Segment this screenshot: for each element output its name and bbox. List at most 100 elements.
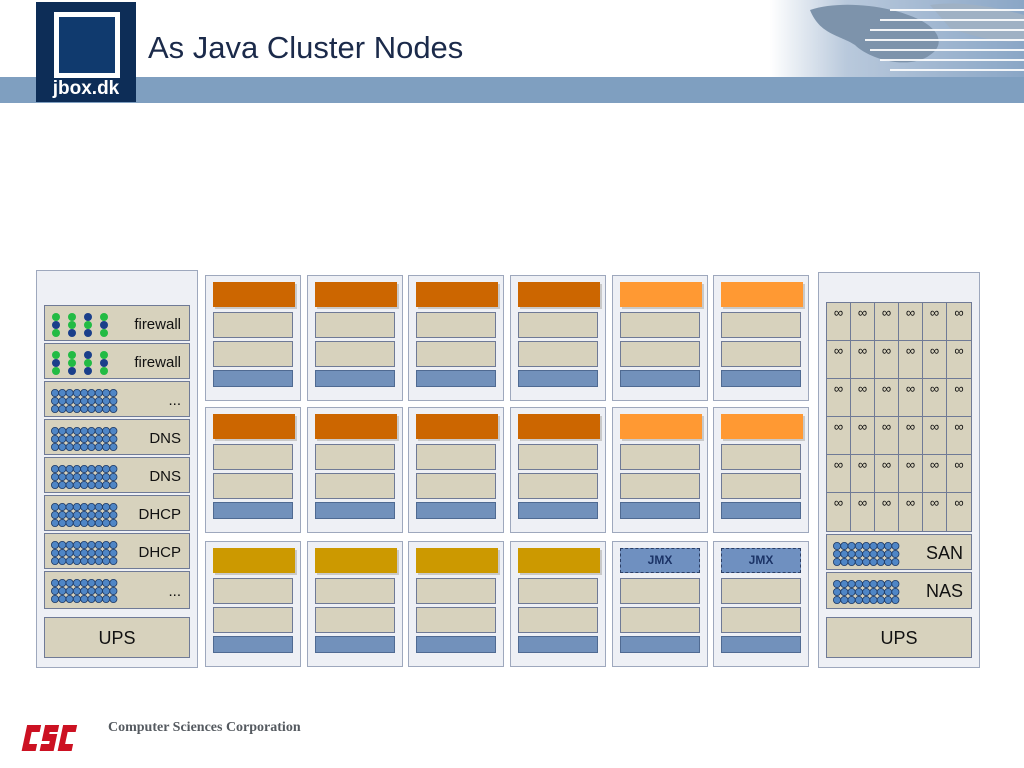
header-band — [0, 77, 1024, 103]
disk-cell: ∞ — [923, 379, 947, 417]
node-base — [416, 636, 496, 653]
node-app-block — [620, 282, 702, 307]
rack-row-dns-2: DNS — [44, 457, 190, 493]
disk-cell: ∞ — [875, 417, 899, 455]
rack-row-dhcp-1: DHCP — [44, 495, 190, 531]
node-slot — [620, 444, 700, 470]
row-label: SAN — [925, 543, 963, 563]
node-base — [416, 370, 496, 387]
node-app-block — [213, 548, 295, 573]
disk-cell: ∞ — [947, 417, 971, 455]
switch-ports-icon — [51, 503, 118, 527]
node-slot — [416, 341, 496, 367]
cluster-node — [205, 407, 301, 533]
rack-row-dns-1: DNS — [44, 419, 190, 455]
disk-cell: ∞ — [923, 455, 947, 493]
node-slot — [620, 607, 700, 633]
node-base — [518, 636, 598, 653]
node-app-block — [518, 282, 600, 307]
disk-cell: ∞ — [827, 455, 851, 493]
disk-cell: ∞ — [827, 493, 851, 531]
node-app-block — [315, 414, 397, 439]
node-app-block — [416, 414, 498, 439]
disk-cell: ∞ — [851, 417, 875, 455]
node-base — [518, 370, 598, 387]
disk-cell: ∞ — [923, 417, 947, 455]
globe-icon — [770, 0, 1024, 77]
node-app-block — [213, 282, 295, 307]
row-label: ... — [168, 583, 181, 600]
node-slot — [721, 578, 801, 604]
disk-cell: ∞ — [827, 341, 851, 379]
node-slot — [721, 341, 801, 367]
disk-cell: ∞ — [899, 341, 923, 379]
row-label: firewall — [134, 354, 181, 371]
node-app-block — [416, 282, 498, 307]
switch-ports-icon — [833, 580, 900, 604]
node-slot — [213, 341, 293, 367]
node-app-block — [518, 414, 600, 439]
node-slot — [518, 444, 598, 470]
logo-text: jbox.dk — [52, 78, 120, 99]
node-base — [721, 636, 801, 653]
row-label: firewall — [134, 316, 181, 333]
switch-ports-icon — [51, 579, 118, 603]
node-slot — [213, 578, 293, 604]
company-name: Computer Sciences Corporation — [108, 720, 301, 735]
node-app-block — [213, 414, 295, 439]
csc-logo-icon — [21, 725, 78, 751]
disk-cell: ∞ — [947, 455, 971, 493]
node-app-block — [721, 282, 803, 307]
cluster-node — [307, 407, 403, 533]
node-slot — [213, 607, 293, 633]
node-slot — [620, 341, 700, 367]
node-base — [518, 502, 598, 519]
node-slot — [315, 607, 395, 633]
node-slot — [416, 578, 496, 604]
cluster-node — [713, 275, 809, 401]
page-title: As Java Cluster Nodes — [148, 30, 464, 65]
cluster-node — [713, 407, 809, 533]
rack-row-san: SAN — [826, 534, 972, 570]
disk-cell: ∞ — [954, 495, 964, 510]
node-app-block — [620, 414, 702, 439]
node-base — [721, 502, 801, 519]
disk-cell: ∞ — [947, 303, 971, 341]
disk-cell: ∞ — [947, 341, 971, 379]
rack-row-ellipsis-2: ... — [44, 571, 190, 609]
node-slot — [721, 473, 801, 499]
switch-ports-icon — [51, 427, 118, 451]
switch-ports-icon — [51, 541, 118, 565]
switch-ports-icon — [51, 465, 118, 489]
node-slot — [315, 444, 395, 470]
switch-ports-icon — [51, 389, 118, 413]
node-slot — [315, 312, 395, 338]
node-app-block — [315, 282, 397, 307]
node-slot — [213, 473, 293, 499]
cluster-node — [307, 275, 403, 401]
ups-left: UPS — [44, 617, 190, 658]
disk-cell: ∞ — [827, 379, 851, 417]
node-slot — [518, 607, 598, 633]
node-slot — [518, 341, 598, 367]
disk-cell: ∞ — [899, 303, 923, 341]
storage-disk-grid: ∞∞∞∞∞∞∞∞∞∞∞∞∞∞∞∞∞∞∞∞∞∞∞∞∞∞∞∞∞∞∞∞∞∞∞∞ — [826, 302, 972, 532]
node-base — [620, 636, 700, 653]
disk-cell: ∞ — [899, 455, 923, 493]
node-slot — [416, 444, 496, 470]
node-slot — [213, 444, 293, 470]
disk-cell: ∞ — [923, 493, 947, 531]
node-base — [315, 502, 395, 519]
disk-cell: ∞ — [923, 341, 947, 379]
logo-square-icon — [54, 12, 120, 78]
node-base — [213, 370, 293, 387]
jmx-badge: JMX — [721, 548, 801, 573]
node-base — [620, 370, 700, 387]
row-label: DHCP — [138, 506, 181, 523]
row-label: ... — [168, 392, 181, 409]
disk-cell: ∞ — [827, 303, 851, 341]
node-base — [620, 502, 700, 519]
disk-cell: ∞ — [851, 341, 875, 379]
node-slot — [315, 578, 395, 604]
node-base — [315, 370, 395, 387]
